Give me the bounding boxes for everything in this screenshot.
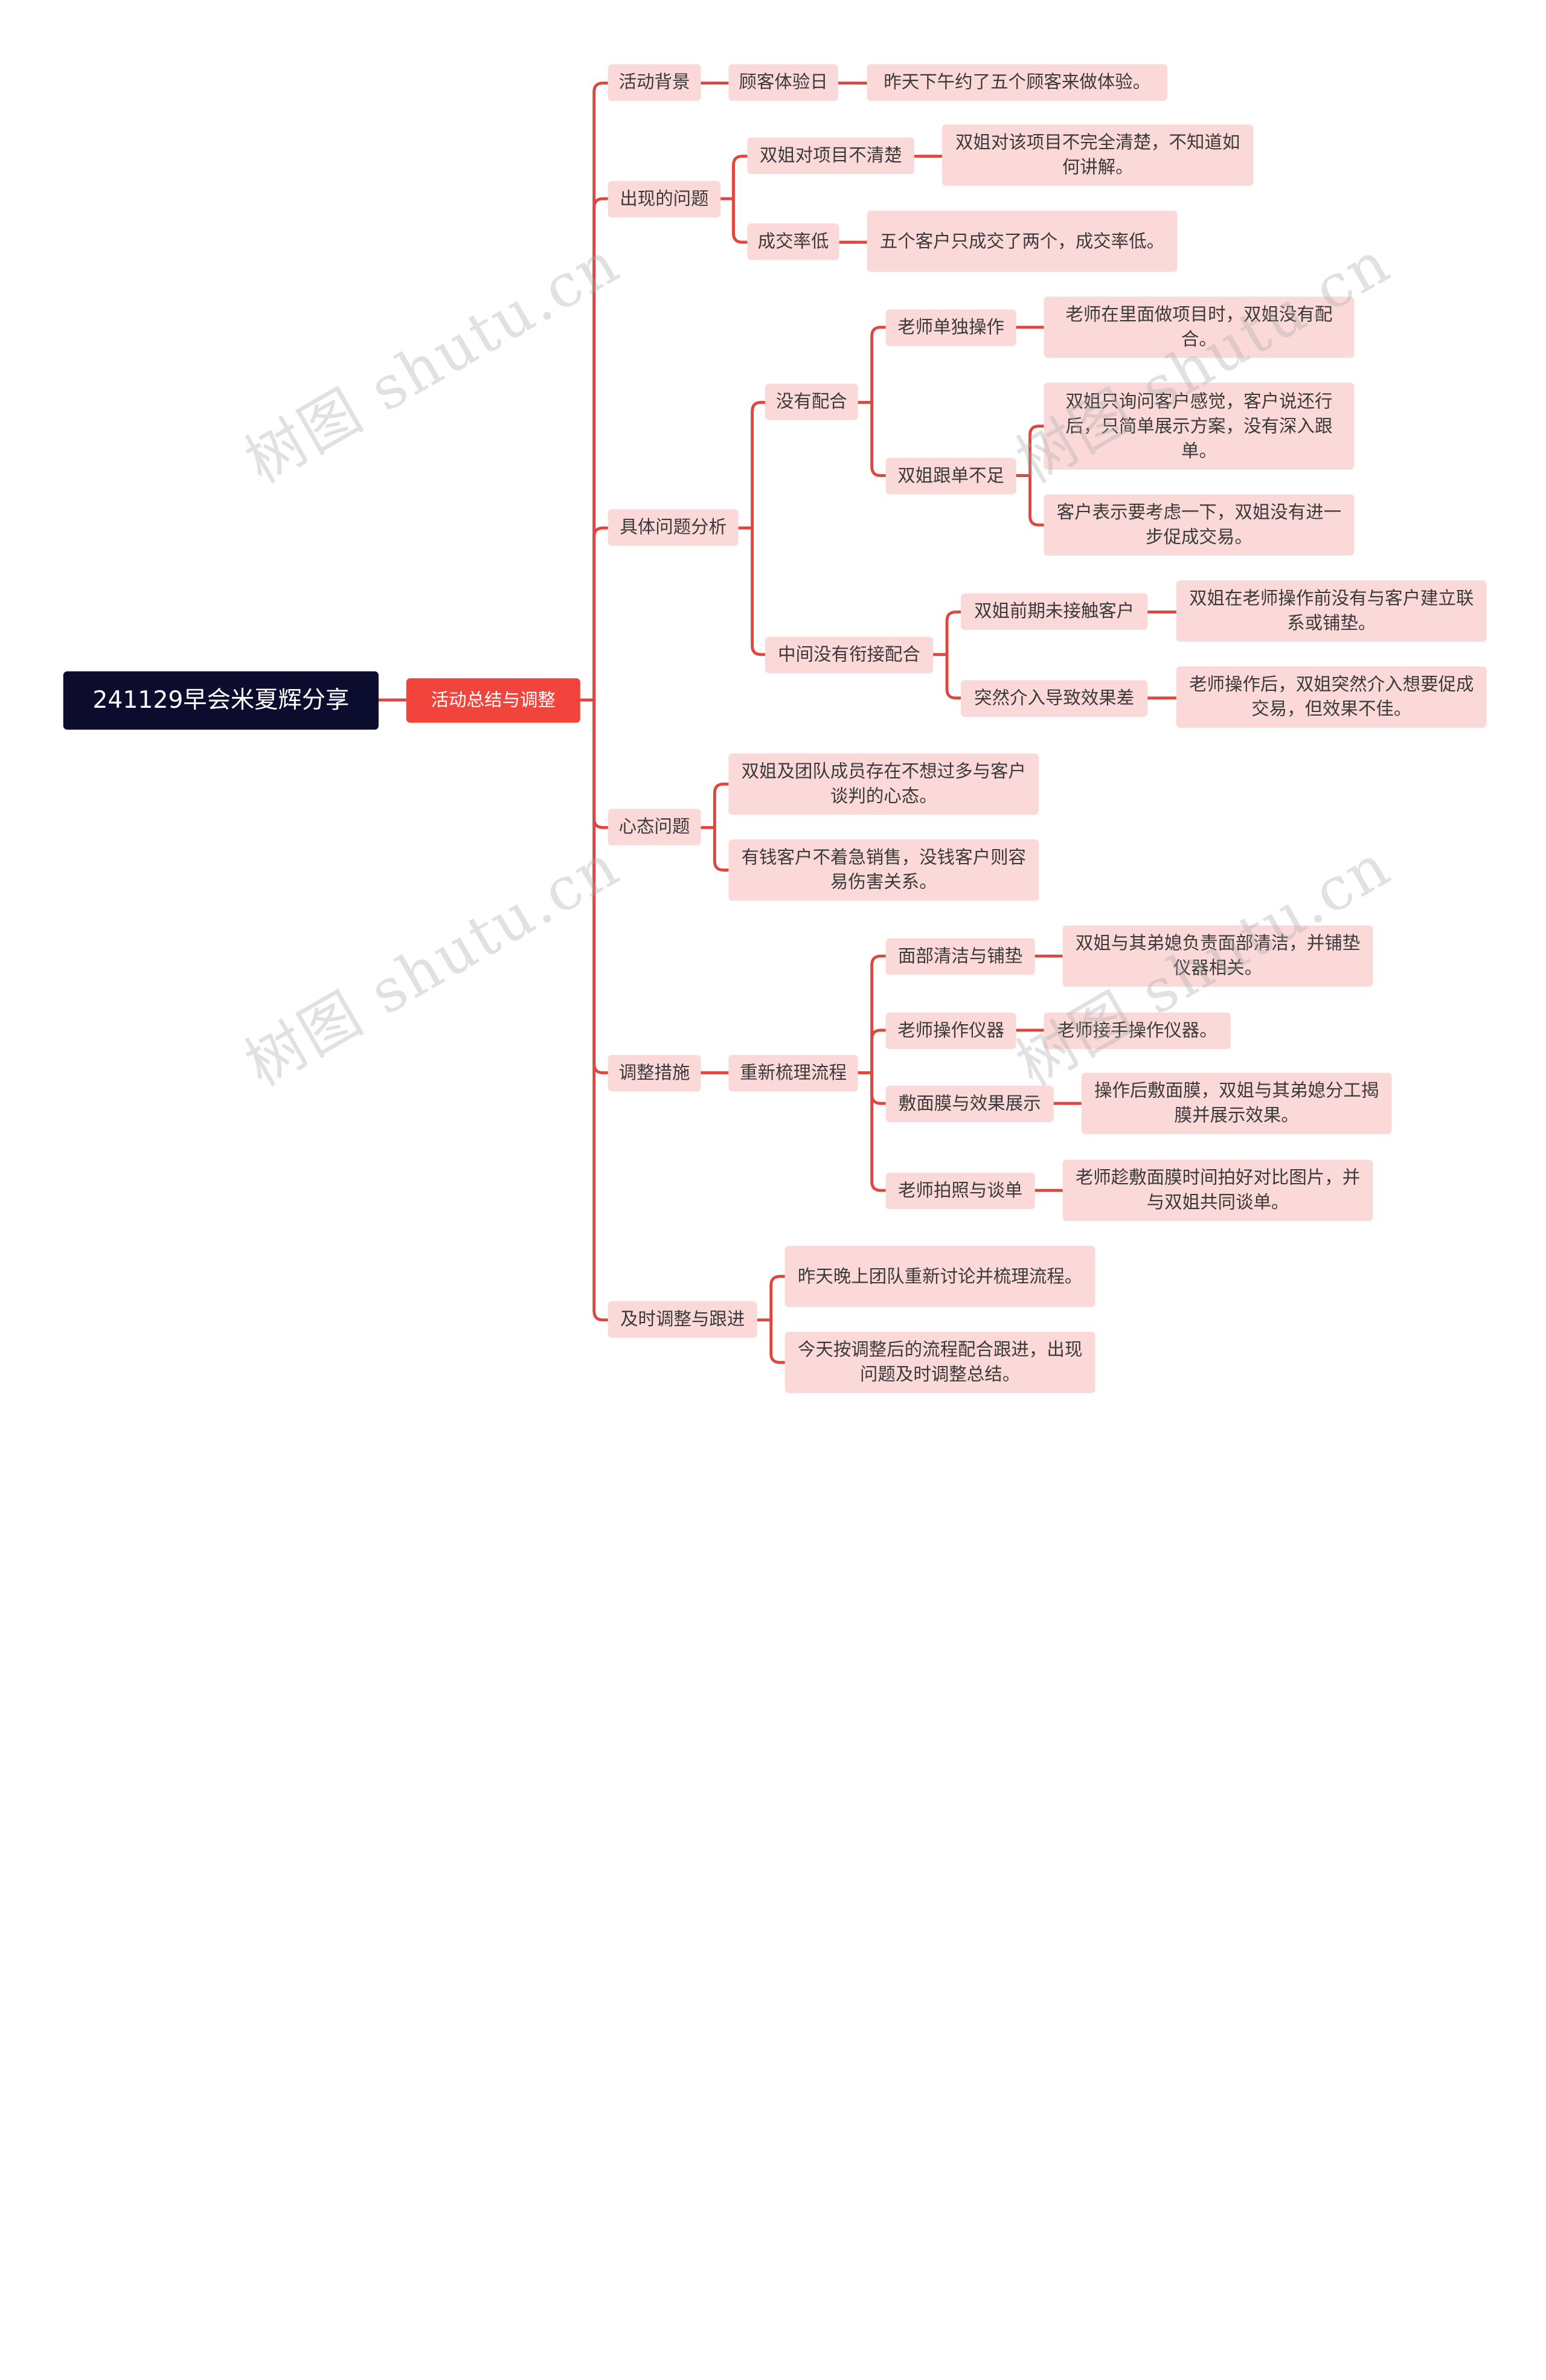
node-follow-up-1[interactable]: 昨天晚上团队重新讨论并梳理流程。 — [784, 1245, 1095, 1307]
node-mask-display[interactable]: 敷面膜与效果展示 — [885, 1085, 1054, 1123]
branch-analysis[interactable]: 具体问题分析 — [608, 509, 739, 546]
connector-line — [870, 1071, 888, 1192]
node-no-early-contact[interactable]: 双姐前期未接触客户 — [960, 593, 1148, 630]
connector-line — [870, 1071, 888, 1105]
main-topic-node[interactable]: 活动总结与调整 — [406, 678, 580, 723]
node-unclear-project[interactable]: 双姐对项目不清楚 — [747, 137, 915, 175]
node-customer-day[interactable]: 顾客体验日 — [728, 64, 839, 101]
connector-line — [945, 610, 963, 656]
node-no-early-contact-detail[interactable]: 双姐在老师操作前没有与客户建立联系或铺垫。 — [1176, 580, 1487, 642]
node-no-handoff[interactable]: 中间没有衔接配合 — [765, 637, 934, 673]
connector-line — [945, 653, 963, 700]
branch-mindset[interactable]: 心态问题 — [608, 809, 701, 845]
node-photo-deal[interactable]: 老师拍照与谈单 — [885, 1172, 1035, 1210]
connector-line — [732, 197, 749, 244]
node-teacher-device-detail[interactable]: 老师接手操作仪器。 — [1044, 1012, 1231, 1050]
branch-activity-background[interactable]: 活动背景 — [608, 64, 701, 101]
connector-line — [592, 698, 610, 1074]
node-sudden-intervention-detail[interactable]: 老师操作后，双姐突然介入想要促成交易，但效果不佳。 — [1176, 666, 1487, 728]
node-mindset-2[interactable]: 有钱客户不着急销售，没钱客户则容易伤害关系。 — [728, 839, 1039, 901]
connector-line — [592, 698, 610, 829]
node-face-cleaning[interactable]: 面部清洁与铺垫 — [885, 938, 1035, 975]
node-customer-day-detail[interactable]: 昨天下午约了五个顾客来做体验。 — [867, 64, 1168, 101]
branch-follow-up[interactable]: 及时调整与跟进 — [608, 1301, 757, 1338]
connector-line — [870, 400, 888, 477]
connector-line — [592, 82, 610, 702]
connector-line — [592, 698, 610, 1322]
node-mask-display-detail[interactable]: 操作后敷面膜，双姐与其弟媳分工揭膜并展示效果。 — [1081, 1073, 1392, 1134]
node-low-conversion-detail[interactable]: 五个客户只成交了两个，成交率低。 — [867, 210, 1178, 272]
connector-line — [1028, 425, 1045, 477]
connector-line — [751, 400, 767, 530]
node-no-cooperation[interactable]: 没有配合 — [765, 383, 858, 420]
connector-lines — [377, 82, 1178, 1364]
connector-line — [592, 197, 610, 702]
branch-problems[interactable]: 出现的问题 — [608, 181, 721, 218]
node-follow-up-2[interactable]: 今天按调整后的流程配合跟进，出现问题及时调整总结。 — [784, 1332, 1095, 1393]
node-teacher-alone-detail[interactable]: 老师在里面做项目时，双姐没有配合。 — [1044, 297, 1355, 358]
connector-line — [751, 526, 767, 656]
connector-line — [732, 155, 749, 200]
node-photo-deal-detail[interactable]: 老师趁敷面膜时间拍好对比图片，并与双姐共同谈单。 — [1062, 1160, 1373, 1221]
connector-line — [592, 526, 610, 702]
node-weak-follow-detail-2[interactable]: 客户表示要考虑一下，双姐没有进一步促成交易。 — [1044, 494, 1355, 556]
node-weak-follow[interactable]: 双姐跟单不足 — [885, 458, 1016, 495]
node-reorganize-process[interactable]: 重新梳理流程 — [728, 1054, 858, 1092]
connector-line — [769, 1275, 787, 1322]
node-mindset-1[interactable]: 双姐及团队成员存在不想过多与客户谈判的心态。 — [728, 753, 1039, 815]
node-teacher-device[interactable]: 老师操作仪器 — [885, 1012, 1016, 1050]
connector-line — [870, 326, 888, 404]
node-unclear-project-detail[interactable]: 双姐对该项目不完全清楚，不知道如何讲解。 — [941, 124, 1254, 186]
node-low-conversion[interactable]: 成交率低 — [747, 223, 839, 260]
node-face-cleaning-detail[interactable]: 双姐与其弟媳负责面部清洁，并铺垫仪器相关。 — [1062, 925, 1373, 987]
connector-line — [713, 826, 730, 872]
node-sudden-intervention[interactable]: 突然介入导致效果差 — [960, 680, 1148, 717]
branch-adjustment[interactable]: 调整措施 — [608, 1054, 701, 1092]
node-weak-follow-detail-1[interactable]: 双姐只询问客户感觉，客户说还行后，只简单展示方案，没有深入跟单。 — [1044, 382, 1355, 470]
node-teacher-alone[interactable]: 老师单独操作 — [885, 309, 1016, 347]
connector-line — [713, 782, 730, 829]
connector-line — [870, 954, 888, 1074]
connector-line — [1028, 474, 1045, 527]
root-node[interactable]: 241129早会米夏辉分享 — [63, 671, 379, 730]
connector-line — [870, 1028, 888, 1074]
connector-line — [769, 1318, 787, 1364]
